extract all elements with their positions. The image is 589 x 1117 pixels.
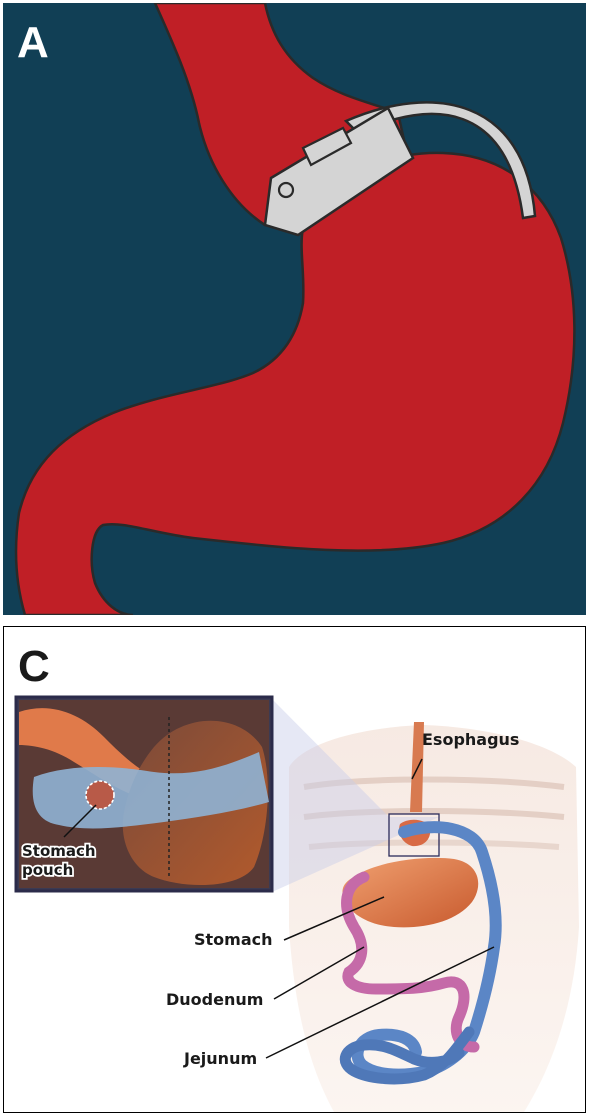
gastric-bypass-illustration: Stomach Stomach pouch pouch Esophagus St… — [4, 627, 585, 1112]
inset-panel: Stomach Stomach pouch pouch — [16, 697, 272, 891]
panel-a-letter: A — [17, 21, 49, 65]
stomach-label: Stomach — [194, 930, 273, 949]
inset-anastomosis — [86, 781, 114, 809]
esophagus-label: Esophagus — [422, 730, 519, 749]
panel-c: Stomach Stomach pouch pouch Esophagus St… — [3, 626, 586, 1113]
jejunum-label: Jejunum — [183, 1049, 257, 1068]
stomach-pouch-label-line2: pouch — [22, 861, 73, 879]
stomach-pouch-label-line1: Stomach — [22, 842, 96, 860]
duodenum-label: Duodenum — [166, 990, 263, 1009]
panel-a: A — [3, 3, 586, 615]
gastric-band-illustration — [3, 3, 586, 615]
panel-c-letter: C — [18, 645, 50, 689]
band-port-circle — [279, 183, 293, 197]
